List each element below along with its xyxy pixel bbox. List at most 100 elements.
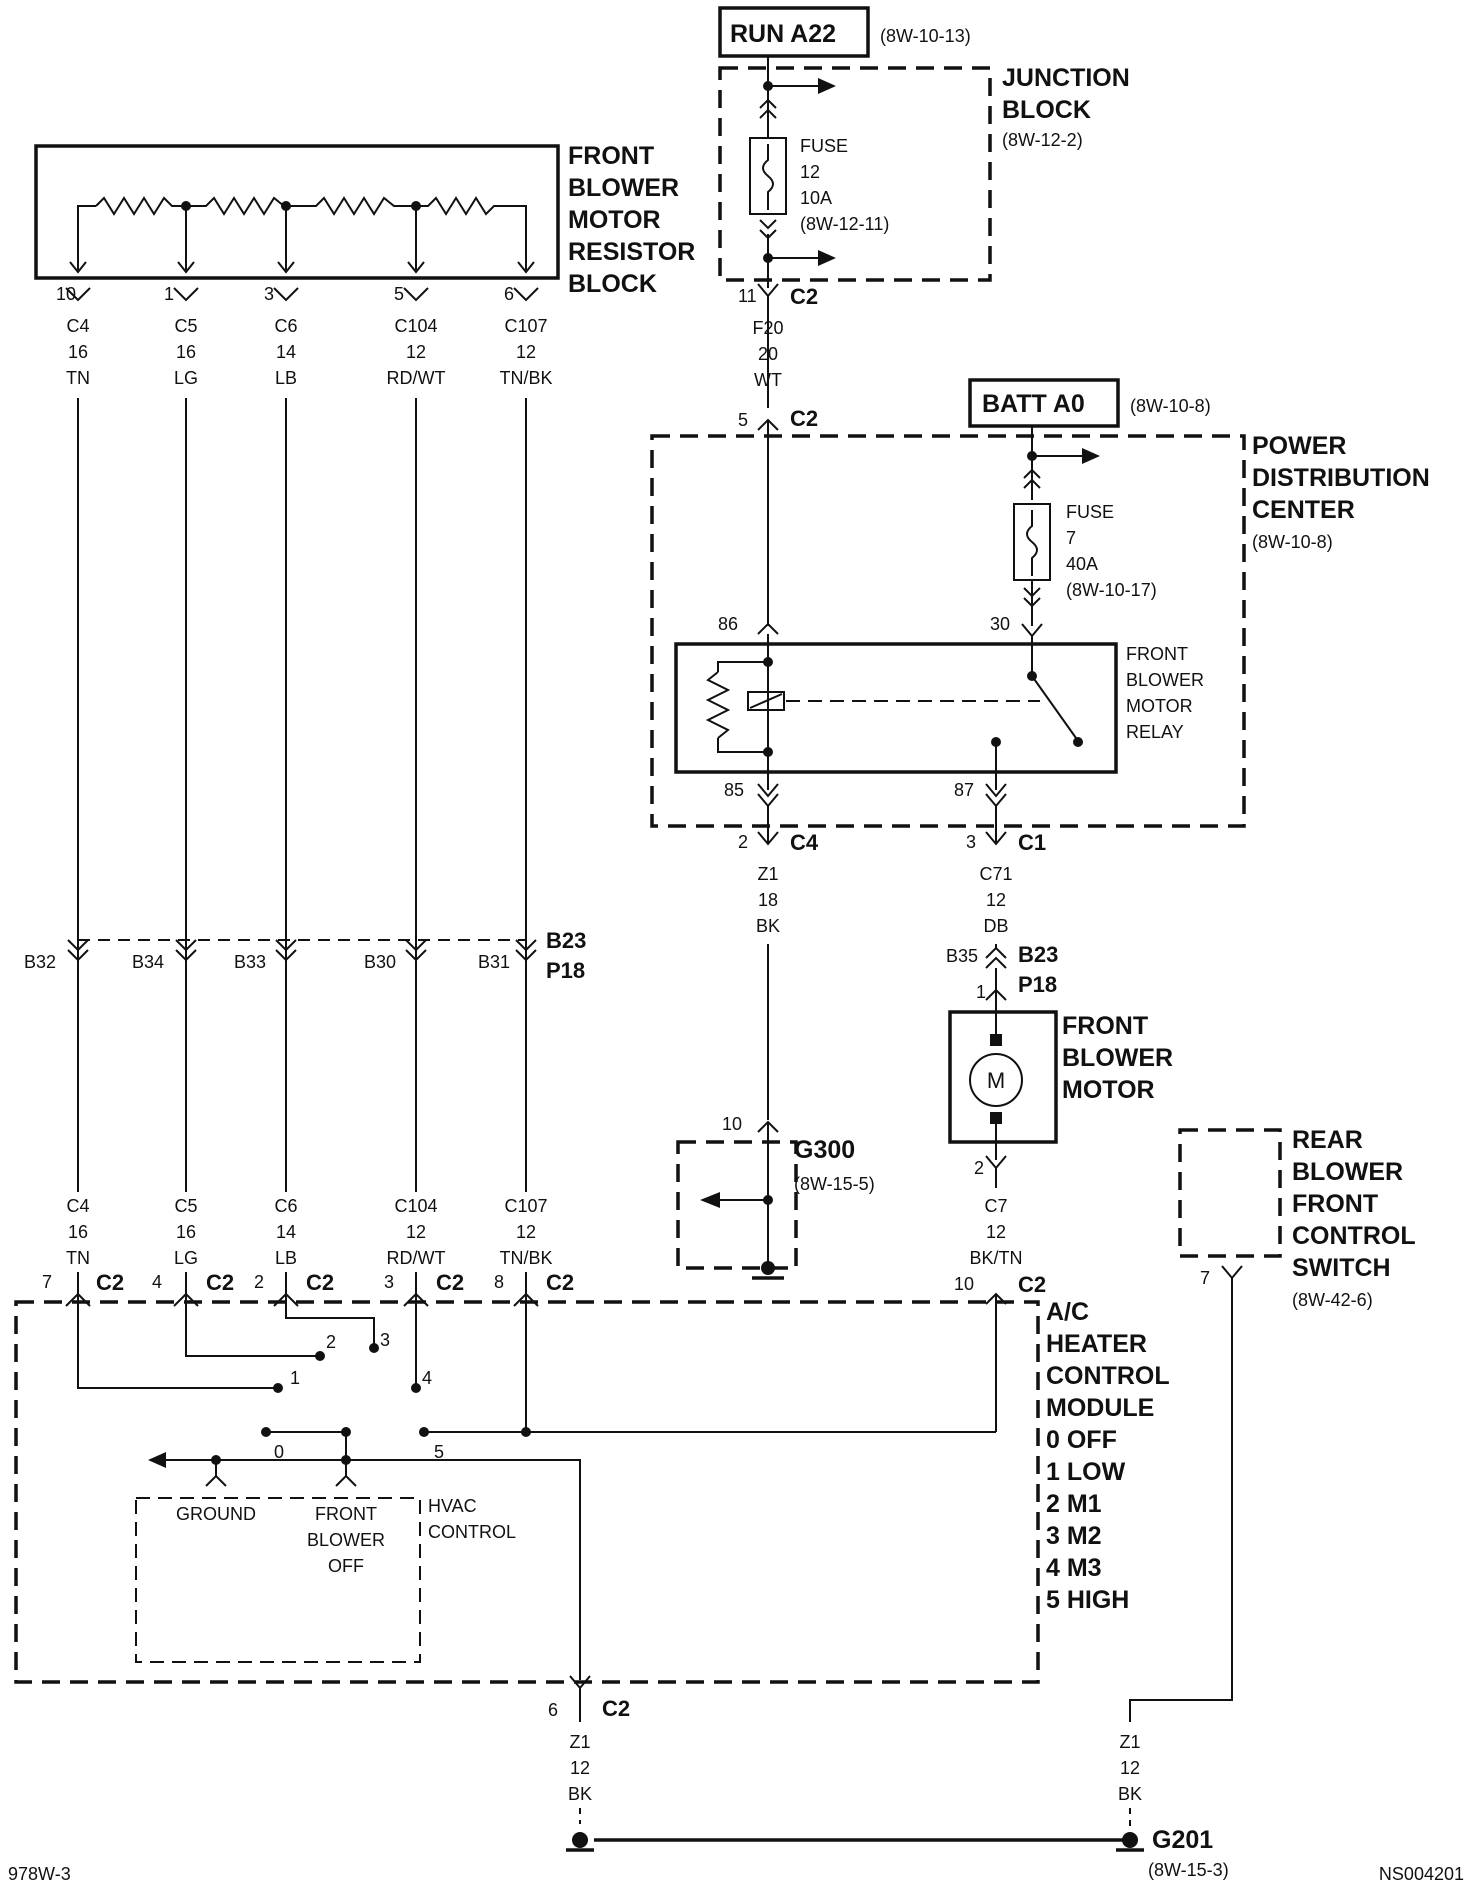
svg-text:(8W-12-2): (8W-12-2) bbox=[1002, 130, 1083, 150]
svg-text:RELAY: RELAY bbox=[1126, 722, 1184, 742]
svg-text:5: 5 bbox=[394, 284, 404, 304]
svg-text:18: 18 bbox=[758, 890, 778, 910]
svg-text:(8W-10-8): (8W-10-8) bbox=[1252, 532, 1333, 552]
svg-text:12: 12 bbox=[1120, 1758, 1140, 1778]
svg-text:20: 20 bbox=[758, 344, 778, 364]
svg-text:BLOWER: BLOWER bbox=[1292, 1158, 1403, 1186]
svg-text:BLOWER: BLOWER bbox=[307, 1530, 385, 1550]
wire-c7: C7 12 BK/TN 10 C2 bbox=[526, 1168, 1046, 1433]
svg-text:BK/TN: BK/TN bbox=[969, 1248, 1022, 1268]
svg-text:JUNCTION: JUNCTION bbox=[1002, 64, 1130, 92]
svg-text:1: 1 bbox=[976, 982, 986, 1002]
svg-text:RESISTOR: RESISTOR bbox=[568, 238, 695, 266]
hvac-control-box: GROUND FRONT BLOWER OFF HVAC CONTROL bbox=[135, 1496, 516, 1663]
svg-text:BATT A0: BATT A0 bbox=[982, 390, 1085, 418]
svg-text:C1: C1 bbox=[1018, 830, 1046, 855]
svg-text:LB: LB bbox=[275, 1248, 297, 1268]
front-blower-motor: 1 M 2 FRONT BLOWER MOTOR bbox=[948, 982, 1173, 1178]
svg-text:C6: C6 bbox=[274, 1196, 297, 1216]
svg-text:2: 2 bbox=[974, 1158, 984, 1178]
svg-text:BLOWER: BLOWER bbox=[568, 174, 679, 202]
svg-text:TN/BK: TN/BK bbox=[499, 1248, 552, 1268]
svg-text:(8W-15-3): (8W-15-3) bbox=[1148, 1860, 1229, 1880]
power-distribution-center: POWER DISTRIBUTION CENTER (8W-10-8) 5 C2… bbox=[650, 406, 1430, 855]
svg-text:7: 7 bbox=[42, 1272, 52, 1292]
svg-text:(8W-10-8): (8W-10-8) bbox=[1130, 396, 1211, 416]
svg-text:1 LOW: 1 LOW bbox=[1046, 1458, 1126, 1486]
svg-text:2: 2 bbox=[738, 832, 748, 852]
svg-text:CONTROL: CONTROL bbox=[1292, 1222, 1416, 1250]
svg-text:FRONT: FRONT bbox=[1292, 1190, 1378, 1218]
svg-text:B23: B23 bbox=[546, 928, 586, 953]
svg-text:12: 12 bbox=[570, 1758, 590, 1778]
svg-text:CONTROL: CONTROL bbox=[428, 1522, 516, 1542]
svg-text:3: 3 bbox=[264, 284, 274, 304]
fuse-7-symbol bbox=[1013, 503, 1051, 581]
svg-text:CENTER: CENTER bbox=[1252, 496, 1355, 524]
ground-g300: 10 G300 (8W-15-5) bbox=[676, 1114, 875, 1280]
svg-text:RD/WT: RD/WT bbox=[387, 1248, 446, 1268]
svg-text:5: 5 bbox=[434, 1442, 444, 1462]
junction-block: JUNCTION BLOCK (8W-12-2) FUSE 12 10A (8W… bbox=[718, 56, 1130, 309]
svg-text:2: 2 bbox=[254, 1272, 264, 1292]
front-blower-motor-resistor-block: FRONT BLOWER MOTOR RESISTOR BLOCK bbox=[34, 142, 695, 298]
svg-text:16: 16 bbox=[176, 1222, 196, 1242]
svg-text:TN: TN bbox=[66, 1248, 90, 1268]
svg-text:16: 16 bbox=[68, 342, 88, 362]
svg-text:(8W-10-13): (8W-10-13) bbox=[880, 26, 971, 46]
svg-text:GROUND: GROUND bbox=[176, 1504, 256, 1524]
svg-text:M: M bbox=[987, 1068, 1005, 1093]
svg-text:G201: G201 bbox=[1152, 1826, 1213, 1854]
svg-text:SWITCH: SWITCH bbox=[1292, 1254, 1391, 1282]
svg-text:2: 2 bbox=[326, 1332, 336, 1352]
svg-text:LG: LG bbox=[174, 1248, 198, 1268]
svg-text:C107: C107 bbox=[504, 316, 547, 336]
svg-text:RUN A22: RUN A22 bbox=[730, 20, 836, 48]
ground-g201: G201 (8W-15-3) bbox=[1116, 1826, 1229, 1880]
svg-text:REAR: REAR bbox=[1292, 1126, 1363, 1154]
footer-right-code: NS004201 bbox=[1379, 1864, 1464, 1884]
svg-text:B32: B32 bbox=[24, 952, 56, 972]
svg-text:FRONT: FRONT bbox=[315, 1504, 377, 1524]
svg-text:3: 3 bbox=[380, 1330, 390, 1350]
front-blower-motor-relay bbox=[674, 634, 1118, 790]
batt-a0-source: BATT A0 (8W-10-8) bbox=[968, 378, 1211, 428]
wire-z1-module: Z1 12 BK bbox=[566, 1688, 1124, 1852]
svg-text:TN: TN bbox=[66, 368, 90, 388]
svg-text:12: 12 bbox=[986, 890, 1006, 910]
svg-text:6: 6 bbox=[504, 284, 514, 304]
svg-text:B23: B23 bbox=[1018, 942, 1058, 967]
svg-text:C2: C2 bbox=[790, 284, 818, 309]
svg-text:G300: G300 bbox=[794, 1136, 855, 1164]
svg-text:6: 6 bbox=[548, 1700, 558, 1720]
svg-text:C2: C2 bbox=[206, 1270, 234, 1295]
svg-text:C5: C5 bbox=[174, 1196, 197, 1216]
svg-text:HVAC: HVAC bbox=[428, 1496, 477, 1516]
resistor-wires: 10 1 3 5 6 C4 16 TN C5 16 LG C6 14 LB C1… bbox=[24, 284, 586, 1294]
wire-f20: F20 20 WT bbox=[752, 296, 784, 408]
svg-text:POWER: POWER bbox=[1252, 432, 1346, 460]
svg-text:0 OFF: 0 OFF bbox=[1046, 1426, 1117, 1454]
svg-text:C2: C2 bbox=[1018, 1272, 1046, 1297]
svg-text:10A: 10A bbox=[800, 188, 832, 208]
svg-text:10: 10 bbox=[56, 284, 76, 304]
svg-text:0: 0 bbox=[274, 1442, 284, 1462]
svg-text:5: 5 bbox=[738, 410, 748, 430]
svg-text:4 M3: 4 M3 bbox=[1046, 1554, 1102, 1582]
svg-text:C2: C2 bbox=[790, 406, 818, 431]
svg-text:LB: LB bbox=[275, 368, 297, 388]
svg-text:Z1: Z1 bbox=[569, 1732, 590, 1752]
svg-text:14: 14 bbox=[276, 342, 296, 362]
svg-text:C2: C2 bbox=[436, 1270, 464, 1295]
svg-text:C4: C4 bbox=[66, 1196, 89, 1216]
svg-text:3: 3 bbox=[384, 1272, 394, 1292]
footer-left-code: 978W-3 bbox=[8, 1864, 71, 1884]
svg-text:5 HIGH: 5 HIGH bbox=[1046, 1586, 1129, 1614]
svg-text:BLOWER: BLOWER bbox=[1062, 1044, 1173, 1072]
svg-text:B33: B33 bbox=[234, 952, 266, 972]
svg-text:TN/BK: TN/BK bbox=[499, 368, 552, 388]
svg-text:85: 85 bbox=[724, 780, 744, 800]
fuse-12-symbol bbox=[749, 137, 787, 215]
svg-text:B31: B31 bbox=[478, 952, 510, 972]
